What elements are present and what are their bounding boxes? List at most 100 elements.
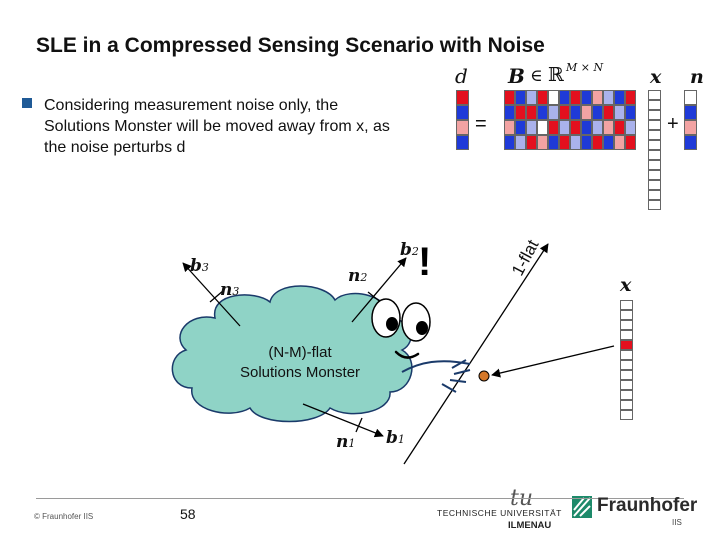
solutions-monster-cloud — [171, 285, 413, 423]
tu-logo-text-2: ILMENAU — [508, 520, 552, 531]
copyright-text: © Fraunhofer IIS — [34, 512, 94, 521]
matrix-B-cell — [603, 120, 614, 135]
vector-x-sparse-cell — [648, 160, 661, 170]
matrix-B-cell — [592, 105, 603, 120]
solution-point — [478, 370, 490, 382]
vector-x-solution-cell — [620, 330, 633, 340]
vector-x-sparse-cell — [648, 140, 661, 150]
bullet-text: Considering measurement noise only, the … — [44, 97, 390, 156]
matrix-B-cell — [548, 90, 559, 105]
vector-n-cell — [684, 90, 697, 105]
matrix-B-cell — [614, 90, 625, 105]
monster-label: (N-M)-flat Solutions Monster — [200, 343, 400, 383]
eq-superscript: M × N — [566, 61, 604, 74]
vector-d-cell — [456, 90, 469, 105]
eq-in-symbol: ∈ — [530, 66, 543, 86]
matrix-B-cell — [526, 90, 537, 105]
exclamation-mark: ! — [418, 240, 432, 284]
eq-equals: = — [475, 113, 487, 135]
vector-d-cell — [456, 105, 469, 120]
eq-B-label: B — [508, 64, 525, 88]
matrix-B-cell — [548, 105, 559, 120]
monster-label-line2: Solutions Monster — [239, 364, 361, 381]
vector-x-sparse-cell — [648, 200, 661, 210]
vector-x-sparse-cell — [648, 100, 661, 110]
vector-n-cell — [684, 135, 697, 150]
matrix-B-cell — [625, 90, 636, 105]
vector-x-sparse-cell — [648, 190, 661, 200]
matrix-B-cell — [515, 90, 526, 105]
n3-tick — [209, 289, 225, 303]
label-n3: n3 — [220, 280, 240, 300]
eq-n-label: n — [690, 66, 704, 88]
eq-real-symbol: ℝ — [548, 64, 564, 86]
matrix-B-cell — [592, 120, 603, 135]
matrix-B-cell — [559, 135, 570, 150]
matrix-B-cell — [526, 105, 537, 120]
matrix-B-cell — [581, 135, 592, 150]
matrix-B-cell — [581, 120, 592, 135]
monster-eye-right — [401, 302, 431, 342]
matrix-B-cell — [581, 90, 592, 105]
vector-x-sparse-cell — [648, 120, 661, 130]
vector-x-solution-cell — [620, 300, 633, 310]
monster-hand — [401, 359, 471, 393]
label-b2: b2 — [400, 240, 419, 260]
matrix-B-cell — [614, 135, 625, 150]
b1-arrow — [302, 403, 384, 438]
matrix-B-cell — [537, 105, 548, 120]
vector-x-solution-cell — [620, 310, 633, 320]
matrix-B-cell — [559, 105, 570, 120]
monster-mouth — [394, 350, 420, 359]
label-n1: n1 — [336, 432, 356, 452]
vector-x-solution-cell — [620, 350, 633, 360]
matrix-B-cell — [614, 120, 625, 135]
vector-d-cell — [456, 135, 469, 150]
matrix-B-cell — [603, 105, 614, 120]
matrix-B-cell — [570, 105, 581, 120]
vector-x-sparse-cell — [648, 90, 661, 100]
vector-x-solution-cell — [620, 360, 633, 370]
one-flat-line — [403, 243, 549, 465]
monster-pupil-right — [416, 321, 428, 335]
page-number: 58 — [180, 506, 196, 522]
matrix-B-cell — [515, 120, 526, 135]
matrix-B-cell — [548, 120, 559, 135]
fraunhofer-logo-text: Fraunhofer — [597, 495, 698, 516]
matrix-B-cell — [504, 90, 515, 105]
slide-title: SLE in a Compressed Sensing Scenario wit… — [36, 34, 545, 57]
x-to-point-arrow — [491, 345, 615, 378]
label-x-solution: x — [620, 274, 632, 296]
vector-x-sparse-cell — [648, 170, 661, 180]
vector-d-cell — [456, 120, 469, 135]
vector-x-solution-cell — [620, 340, 633, 350]
matrix-B-cell — [515, 135, 526, 150]
matrix-B-cell — [537, 135, 548, 150]
matrix-B-cell — [515, 105, 526, 120]
n1-tick — [355, 417, 363, 433]
vector-x-sparse-cell — [648, 150, 661, 160]
vector-x-solution-cell — [620, 370, 633, 380]
eq-x-label: x — [650, 66, 662, 88]
matrix-B-cell — [559, 120, 570, 135]
matrix-B-cell — [504, 105, 515, 120]
matrix-B-cell — [603, 135, 614, 150]
tu-logo-text: TECHNISCHE UNIVERSITÄT — [437, 508, 562, 518]
matrix-B-cell — [570, 135, 581, 150]
monster-eye-left — [371, 298, 401, 338]
eq-d-label: d — [455, 64, 468, 88]
matrix-B-cell — [592, 90, 603, 105]
monster-label-line1: (N-M)-flat — [268, 344, 332, 361]
vector-n-cell — [684, 105, 697, 120]
matrix-B-cell — [570, 120, 581, 135]
monster-pupil-left — [386, 317, 398, 331]
matrix-B-cell — [526, 120, 537, 135]
b2-arrow — [351, 257, 407, 323]
bullet-square-icon — [22, 98, 32, 108]
label-b1: b1 — [386, 428, 405, 448]
vector-x-solution-cell — [620, 400, 633, 410]
matrix-B-cell — [537, 90, 548, 105]
matrix-B-cell — [614, 105, 625, 120]
fraunhofer-iis-text: IIS — [672, 518, 682, 527]
